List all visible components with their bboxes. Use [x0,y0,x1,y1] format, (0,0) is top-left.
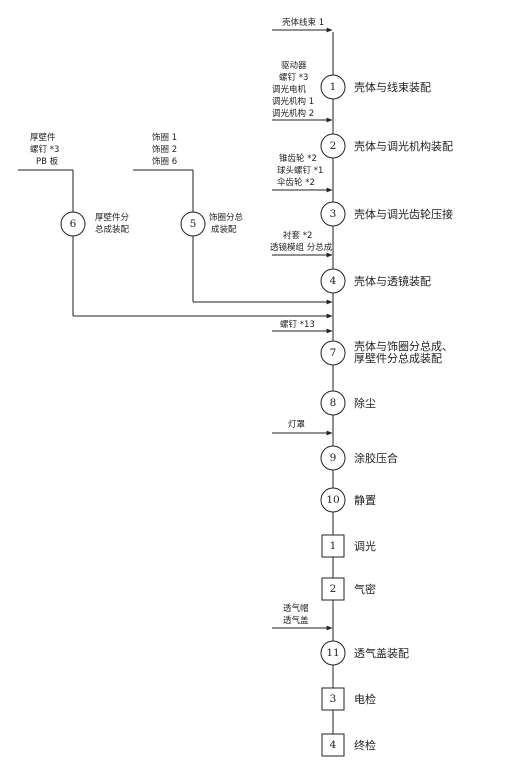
input-label: 调光机构 2 [272,108,314,119]
input-label: 球头螺钉 *1 [277,165,323,176]
operation-number: 2 [330,140,337,152]
operation-label: 壳体与线束装配 [354,80,431,94]
operation-node [320,487,346,513]
inspection-number: 4 [330,739,337,751]
operation-label: 壳体与调光齿轮压接 [354,207,453,221]
operation-node [320,268,346,294]
operation-label: 除尘 [354,396,376,410]
operation-label: 电检 [354,692,376,706]
subassembly-label: 厚壁件分 [95,212,130,223]
operation-label: 涂胶压合 [354,451,398,465]
operation-number: 8 [330,397,337,409]
operation-label: 壳体与透镜装配 [354,274,431,288]
operation-label: 调光 [354,539,376,553]
operation-node [320,640,346,666]
operation-number: 10 [326,494,339,506]
operation-number: 7 [330,347,337,359]
input-label: 伞齿轮 *2 [277,177,315,188]
subassembly-label: 成装配 [211,224,237,235]
subassembly-label: 总成装配 [95,224,130,235]
input-label: 螺钉 *13 [280,319,315,330]
input-label: 驱动器 [281,60,307,71]
operation-label: 壳体与调光机构装配 [354,139,453,153]
subassembly-number: 6 [70,218,77,230]
operation-number: 4 [330,275,337,287]
subassembly-input-label: 饰圈 6 [152,156,177,167]
input-label: 调光机构 1 [272,96,314,107]
input-label: 螺钉 *3 [279,72,308,83]
operation-node [320,74,346,100]
operation-label: 终检 [354,738,376,752]
operation-label: 透气盖装配 [354,646,409,660]
subassembly-input-label: 厚壁件 [30,132,56,143]
operation-label: 厚壁件分总成装配 [354,351,442,365]
inspection-number: 3 [330,693,337,705]
inspection-number: 2 [330,583,337,595]
subassembly-input-label: PB 板 [36,156,59,167]
top-input-label: 壳体线束 1 [282,17,324,28]
operation-node [320,133,346,159]
input-label: 衬套 *2 [283,230,312,241]
operation-node [320,390,346,416]
operation-node [320,445,346,471]
operation-label: 气密 [354,582,376,596]
subassembly-input-label: 饰圈 1 [152,132,177,143]
operation-number: 9 [330,452,337,464]
input-label: 灯罩 [288,419,306,430]
subassembly-input-label: 螺钉 *3 [30,144,59,155]
operation-number: 11 [326,647,339,659]
inspection-node [321,733,345,757]
inspection-node [321,687,345,711]
input-label: 透镜模组 分总成 [270,242,333,253]
operation-number: 3 [330,208,337,220]
input-label: 透气盖 [283,615,309,626]
inspection-node [321,534,345,558]
operation-label: 壳体与饰圈分总成、 [354,339,453,353]
operation-number: 1 [330,81,337,93]
input-label: 透气帽 [283,603,309,614]
input-label: 锥齿轮 *2 [279,153,317,164]
operation-node [320,201,346,227]
operation-node [320,340,346,366]
inspection-node [321,577,345,601]
subassembly-input-label: 饰圈 2 [152,144,177,155]
inspection-number: 1 [330,540,337,552]
operation-label: 静置 [354,493,376,507]
subassembly-number: 5 [190,218,197,230]
subassembly-label: 饰圈分总 [209,212,244,223]
input-label: 调光电机 [272,84,307,95]
